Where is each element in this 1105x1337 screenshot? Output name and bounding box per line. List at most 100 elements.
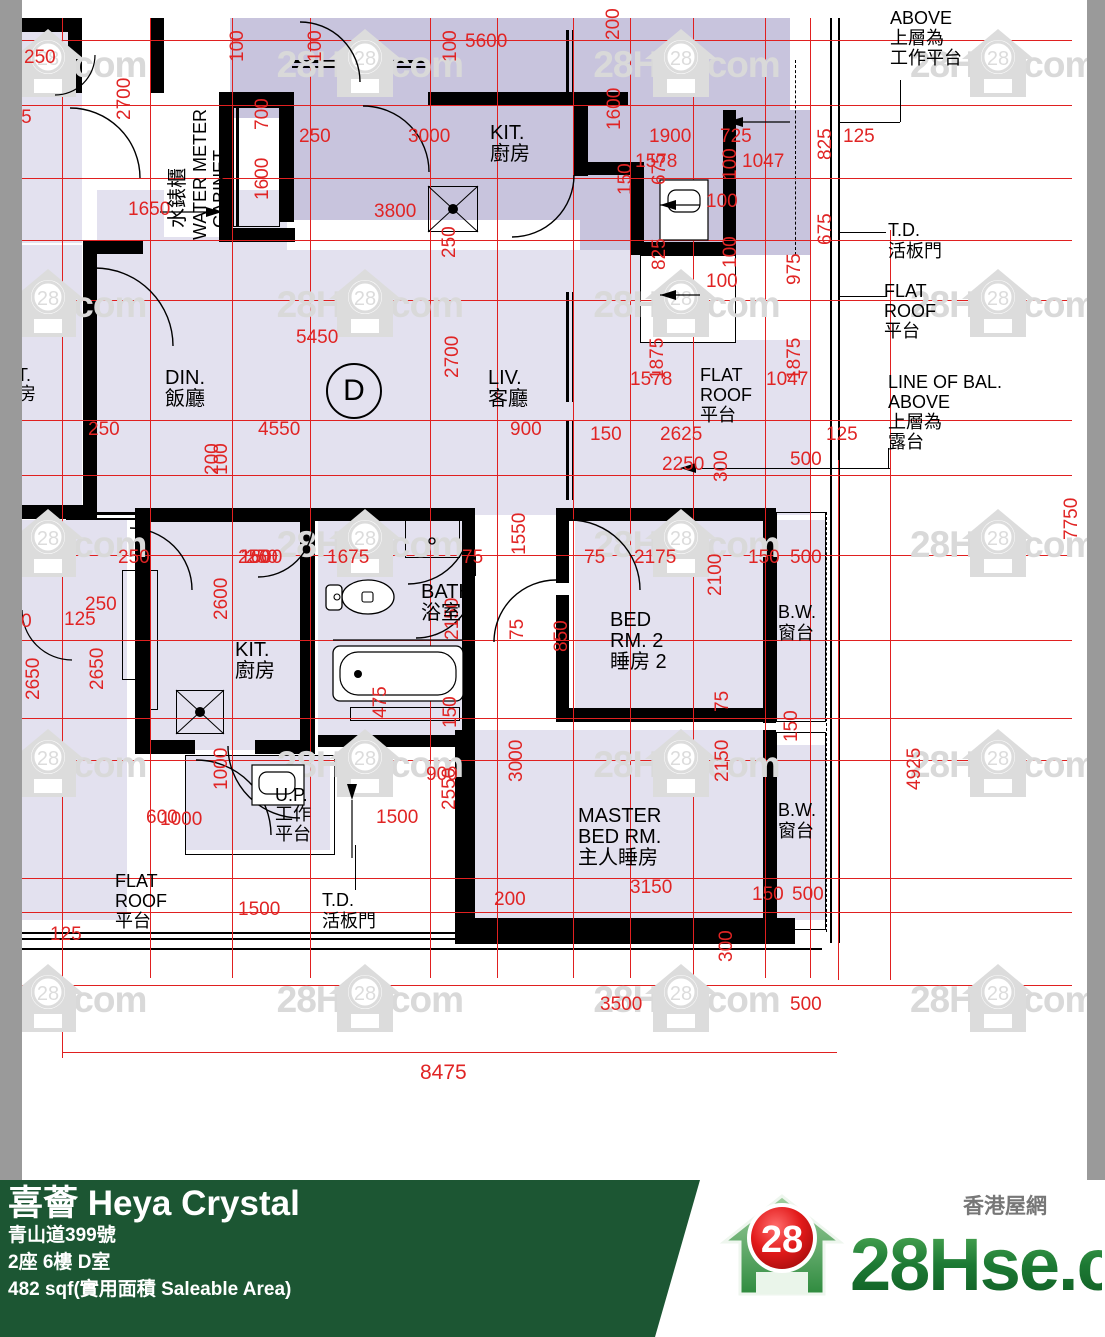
dim-text: 150 bbox=[748, 547, 780, 568]
td-label-en: T.D. bbox=[322, 890, 355, 910]
bay-window-label-1: B.W. 窗台 bbox=[778, 602, 816, 643]
dim-text: 475 bbox=[370, 686, 391, 718]
dim-line bbox=[22, 420, 1072, 421]
cabinet-edge bbox=[236, 107, 239, 227]
dim-text: 2700 bbox=[442, 335, 463, 378]
dim-line bbox=[22, 718, 1072, 719]
interior-wall bbox=[763, 508, 776, 723]
window-glazing bbox=[66, 512, 196, 515]
dim-text: 2550 bbox=[439, 767, 460, 810]
svg-text:28: 28 bbox=[987, 48, 1009, 70]
dim-text: 250 bbox=[85, 594, 117, 615]
dim-text: 1047 bbox=[742, 151, 785, 172]
dim-line bbox=[22, 40, 1072, 41]
room-label-cn: 睡房 2 bbox=[610, 651, 667, 673]
dim-text: 500 bbox=[790, 994, 822, 1015]
dim-line bbox=[22, 912, 1072, 913]
logo-badge-number: 28 bbox=[761, 1219, 803, 1261]
unit-letter-badge: D bbox=[326, 363, 382, 419]
interior-wall bbox=[135, 740, 195, 754]
dim-text: 150 bbox=[615, 163, 636, 195]
balcony-line-above bbox=[826, 512, 827, 932]
dim-text: 1500 bbox=[238, 899, 281, 920]
dim-text: 4550 bbox=[258, 419, 301, 440]
room-label-bed2: BED RM. 2 睡房 2 bbox=[610, 610, 667, 673]
dim-text: 100 bbox=[706, 271, 738, 292]
svg-text:28: 28 bbox=[354, 983, 376, 1005]
property-address: 青山道399號 bbox=[8, 1225, 116, 1247]
dim-text: 200 bbox=[494, 889, 526, 910]
dim-line bbox=[310, 18, 311, 978]
watermark: 28Hse.com 28 bbox=[910, 263, 1105, 347]
lavatory-room-outline bbox=[640, 255, 736, 343]
dim-text: 250 bbox=[439, 226, 460, 258]
dim-text: 250 bbox=[118, 547, 150, 568]
svg-text:28: 28 bbox=[987, 528, 1009, 550]
leader-line bbox=[888, 448, 889, 468]
working-platform-above-label: ABOVE 上層為 工作平台 bbox=[890, 8, 962, 68]
flat-roof-en1: FLAT bbox=[884, 281, 927, 301]
dim-line bbox=[22, 555, 1072, 556]
dim-text: 2650 bbox=[87, 647, 108, 690]
dim-text: 3500 bbox=[600, 994, 643, 1015]
room-label-en: KIT. bbox=[490, 122, 525, 144]
svg-text:28: 28 bbox=[987, 983, 1009, 1005]
dim-text: 1000 bbox=[160, 809, 203, 830]
floor-plan-drawing: 28Hse.com 28 28Hse.com 28 28Hse.com 28 2… bbox=[0, 0, 1105, 1180]
kitchen-left-sink bbox=[176, 690, 224, 734]
dim-text: 1000 bbox=[211, 747, 232, 790]
trap-door-label-right: T.D. 活板門 bbox=[888, 220, 942, 261]
dim-text: 125 bbox=[64, 609, 96, 630]
dim-text: 75 bbox=[712, 690, 733, 712]
bay-window-fill-2 bbox=[768, 745, 826, 920]
shower-tray bbox=[350, 707, 460, 721]
room-label-kit-top: KIT. 廚房 bbox=[490, 123, 530, 165]
bay-window-frame-1 bbox=[776, 512, 826, 722]
interior-wall bbox=[83, 240, 97, 520]
exterior-wall bbox=[150, 18, 164, 93]
dim-line bbox=[573, 18, 574, 978]
dim-text: 3000 bbox=[408, 126, 451, 147]
outer-slab-line bbox=[22, 938, 662, 940]
interior-wall bbox=[556, 595, 569, 720]
leader-line bbox=[838, 232, 886, 233]
watermark: 28Hse.com 28 bbox=[910, 723, 1105, 807]
dim-text: 825 bbox=[649, 238, 670, 270]
dim-text: 200 bbox=[603, 8, 624, 40]
dim-line-overall bbox=[62, 1052, 837, 1053]
water-meter-cabinet-area bbox=[164, 32, 219, 237]
dim-text: 250 bbox=[88, 419, 120, 440]
exterior-wall bbox=[455, 918, 795, 944]
property-title: 喜薈 Heya Crystal bbox=[8, 1184, 300, 1223]
dim-line bbox=[22, 240, 1072, 241]
wp-above-cn1: 上層為 bbox=[890, 28, 944, 49]
dim-line bbox=[810, 18, 811, 978]
dim-text: 125 bbox=[50, 924, 82, 945]
dim-text: 5450 bbox=[296, 327, 339, 348]
footer-green-panel bbox=[0, 1180, 700, 1337]
bw-label-cn: 窗台 bbox=[778, 622, 814, 643]
dim-line bbox=[22, 475, 1072, 476]
brand-chinese-label: 香港屋網 bbox=[963, 1195, 1047, 1218]
exterior-wall bbox=[631, 242, 736, 255]
flat-roof-en2: ROOF bbox=[115, 890, 167, 911]
bal-cn1: 上層為 bbox=[888, 412, 942, 433]
property-area: 482 sqf(實用面積 Saleable Area) bbox=[8, 1279, 292, 1301]
td-label-cn: 活板門 bbox=[322, 910, 376, 931]
bw-label-en: B.W. bbox=[778, 602, 817, 622]
dim-text: 100 bbox=[211, 443, 232, 475]
living-fill bbox=[570, 250, 640, 515]
dim-line bbox=[838, 460, 839, 980]
dim-line bbox=[765, 18, 766, 978]
watermark: 28Hse.com 28 bbox=[0, 958, 210, 1042]
dim-text: 1650 bbox=[128, 199, 171, 220]
outer-slab-line bbox=[22, 932, 662, 934]
dim-text: 100 bbox=[706, 191, 738, 212]
flat-roof-fill-right bbox=[640, 340, 810, 515]
leader-line bbox=[838, 80, 839, 122]
dim-text: 1047 bbox=[766, 369, 809, 390]
flat-roof-label-left: FLAT ROOF 平台 bbox=[115, 871, 167, 931]
dim-text: 75 bbox=[584, 547, 606, 568]
up-label-cn1: 工作 bbox=[275, 804, 311, 825]
